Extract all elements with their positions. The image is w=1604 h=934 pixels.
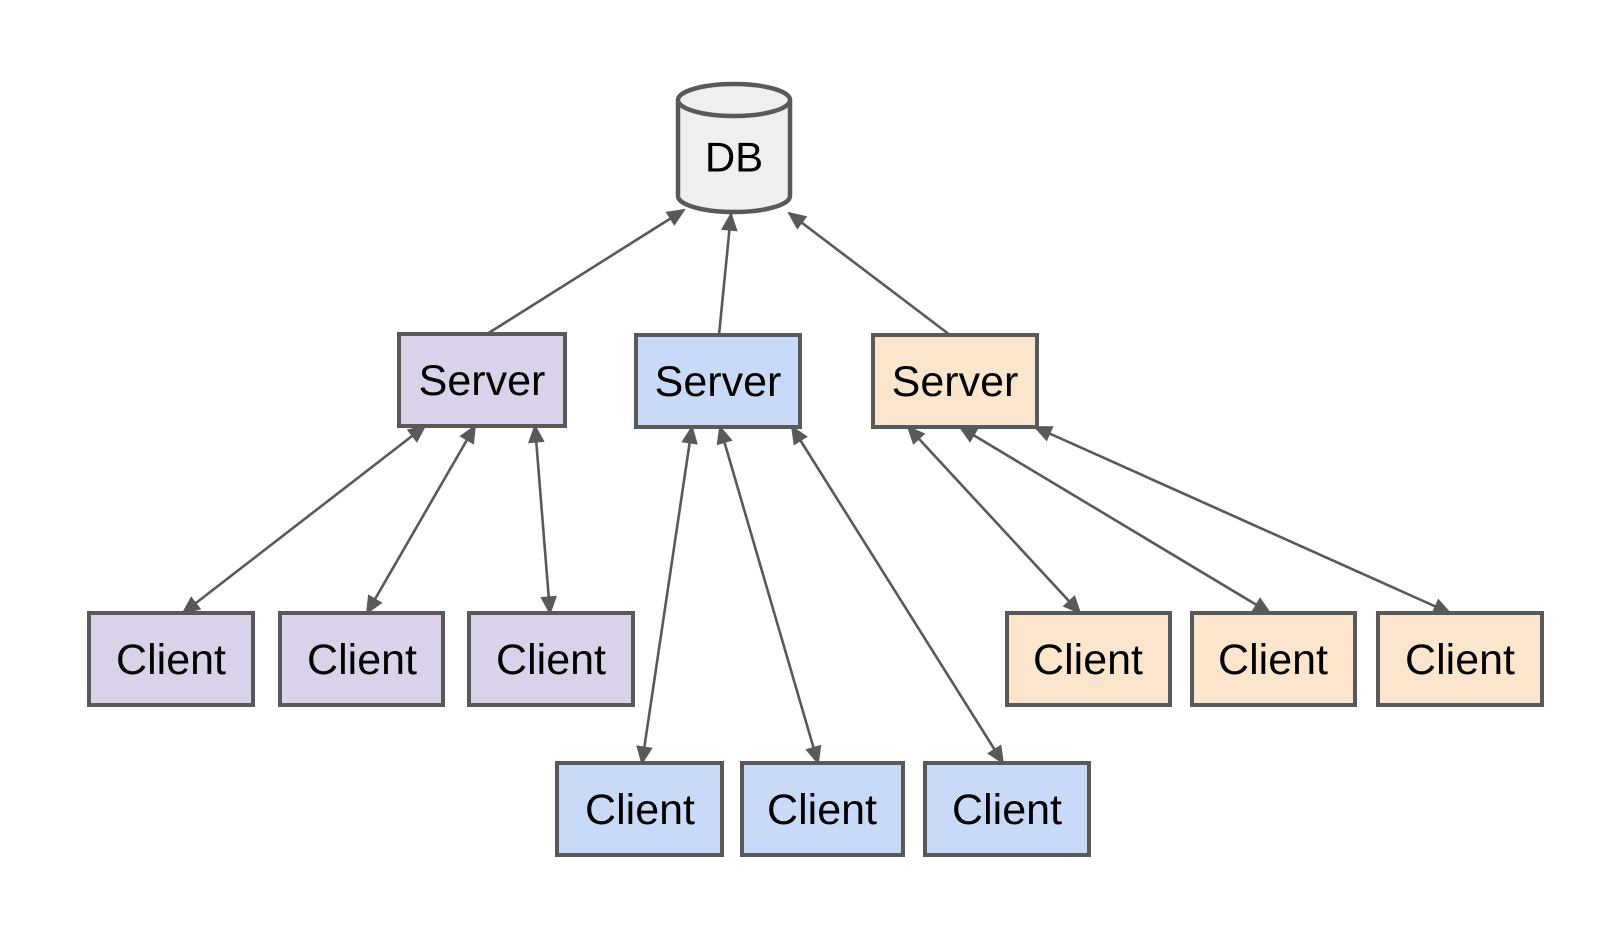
db-cylinder-top: [675, 81, 793, 119]
client-box: [740, 761, 905, 857]
client-node-orange-2: Client: [1190, 611, 1357, 707]
edge-server-purple-client-2: [365, 424, 477, 615]
client-label: Client: [116, 636, 226, 684]
client-node-orange-1: Client: [1005, 611, 1172, 707]
client-node-purple-2: Client: [278, 611, 445, 707]
server-label: Server: [892, 358, 1019, 406]
client-box: [278, 611, 445, 707]
db-edges: [486, 208, 951, 337]
client-node-blue-3: Client: [923, 761, 1091, 857]
client-label: Client: [496, 636, 606, 684]
server-node-orange: Server: [871, 333, 1039, 429]
server-box: [871, 333, 1039, 429]
client-node-purple-1: Client: [87, 611, 255, 707]
client-label: Client: [767, 786, 877, 834]
edge-server-blue-client-2: [716, 425, 822, 765]
db-label: DB: [705, 134, 763, 181]
client-label: Client: [585, 786, 695, 834]
client-label: Client: [307, 636, 417, 684]
client-box: [1190, 611, 1357, 707]
client-label: Client: [952, 786, 1062, 834]
client-edges: [181, 423, 1452, 766]
edge-server-blue-client-3: [790, 425, 1005, 765]
server-label: Server: [419, 357, 546, 405]
client-box: [1005, 611, 1172, 707]
client-label: Client: [1405, 636, 1515, 684]
edge-server-orange-db: [787, 211, 951, 337]
edge-server-orange-client-2: [958, 425, 1272, 615]
client-label: Client: [1033, 636, 1143, 684]
server-label: Server: [655, 358, 782, 406]
db-node: DB: [675, 81, 793, 215]
client-box: [1376, 611, 1544, 707]
client-node-purple-3: Client: [467, 611, 635, 707]
edge-server-purple-client-3: [528, 423, 557, 616]
server-box: [397, 332, 567, 428]
client-node-orange-3: Client: [1376, 611, 1544, 707]
client-node-blue-2: Client: [740, 761, 905, 857]
edge-server-blue-db: [717, 211, 738, 336]
client-box: [87, 611, 255, 707]
client-label: Client: [1218, 636, 1328, 684]
server-node-blue: Server: [634, 333, 802, 429]
client-box: [555, 761, 724, 857]
edge-server-purple-db: [486, 208, 686, 336]
client-node-blue-1: Client: [555, 761, 724, 857]
edge-server-blue-client-1: [636, 424, 698, 766]
client-box: [467, 611, 635, 707]
edge-server-orange-client-1: [906, 425, 1082, 615]
edge-server-orange-client-3: [1033, 425, 1452, 615]
client-box: [923, 761, 1091, 857]
edge-server-purple-client-1: [181, 424, 427, 615]
server-node-purple: Server: [397, 332, 567, 428]
